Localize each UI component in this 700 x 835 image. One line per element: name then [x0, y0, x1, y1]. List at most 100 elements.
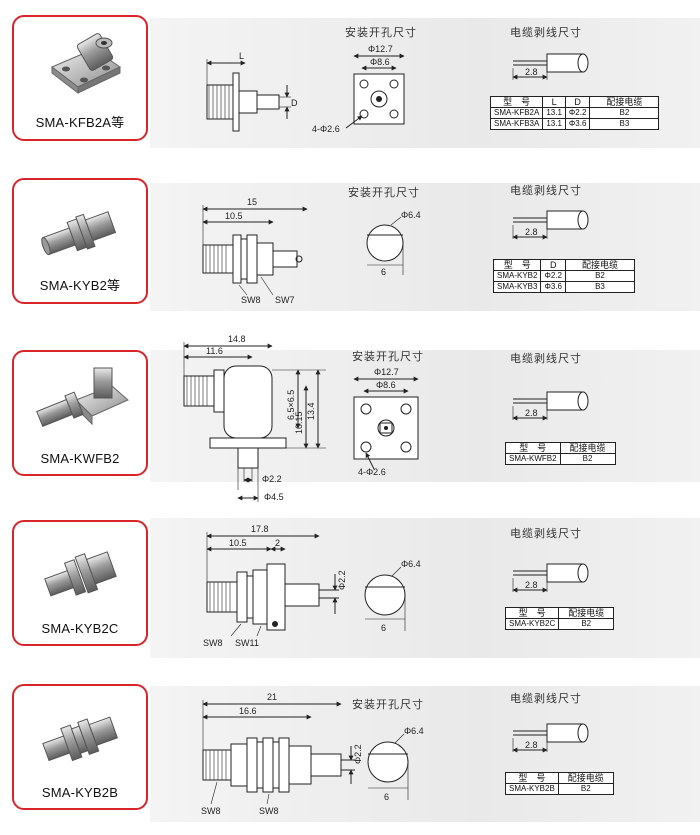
side-view-drawing: 21 16.6 Φ2.2 SW8 SW8	[201, 692, 363, 816]
product-card[interactable]: SMA-KFB2A等	[12, 15, 148, 141]
flange-hole-drawing: Φ12.7 Φ8.6 4-Φ2.6	[353, 367, 419, 477]
round-hole-drawing: Φ6.4 6	[364, 559, 421, 633]
product-photo-flange-connector	[51, 33, 121, 95]
cell: SMA-KFB3A	[489, 118, 544, 130]
dim-o86: Φ8.6	[376, 380, 396, 390]
dim-sw11: SW11	[235, 638, 259, 648]
cable-strip-drawing: 2.8	[512, 563, 589, 593]
product-row-kfb2a: SMA-KFB2A等 L D 安装开孔尺寸 Φ12.7 Φ8.6 4-Φ2.6 …	[0, 0, 700, 165]
dim-strip: 2.8	[525, 580, 538, 590]
dim-L: L	[239, 51, 244, 61]
product-photo-right-angle-connector	[36, 367, 129, 428]
cell: SMA-KYB2C	[504, 618, 560, 630]
cable-strip-drawing: 2.8	[512, 723, 589, 753]
cell: SMA-KYB2B	[505, 783, 559, 795]
model-label: SMA-KYB2C	[41, 621, 119, 636]
cable-strip-header: 电缆剥线尺寸	[510, 352, 582, 365]
th-model: 型 号	[505, 772, 559, 784]
dim-6: 6	[384, 792, 389, 802]
dim-116: 11.6	[206, 346, 223, 356]
cell: 13.1	[542, 107, 566, 119]
cable-strip-drawing: 2.8	[512, 53, 589, 80]
dim-21: 21	[267, 692, 277, 702]
install-hole-header: 安装开孔尺寸	[352, 698, 424, 711]
th-cable: 配接电缆	[564, 259, 635, 271]
dim-166: 16.6	[239, 706, 257, 716]
side-view-drawing: 15 10.5 SW8 SW7	[202, 197, 308, 305]
dim-hole: 4-Φ2.6	[312, 124, 340, 134]
cell: B2	[558, 618, 615, 630]
product-row-kyb2b: SMA-KYB2B 21 16.6 Φ2.2 SW8 SW8 安装开孔尺寸 Φ6…	[0, 670, 700, 835]
product-row-kwfb2: SMA-KWFB2 14.8 11.6 Φ2.2 Φ4.5 6.5×6.5 10…	[0, 330, 700, 510]
th-model: 型 号	[489, 96, 544, 108]
install-hole-header: 安装开孔尺寸	[348, 186, 420, 199]
product-row-kyb2: SMA-KYB2等 15 10.5 SW8 SW7 安装开孔尺寸 Φ6.4 6 …	[0, 165, 700, 330]
th-D: D	[540, 259, 566, 271]
th-cable: 配接电缆	[558, 607, 615, 619]
product-card[interactable]: SMA-KYB2B	[12, 684, 148, 810]
product-photo-bulkhead-connector	[42, 716, 119, 762]
dim-148: 14.8	[228, 334, 246, 344]
product-card[interactable]: SMA-KYB2等	[12, 178, 148, 304]
dim-o86: Φ8.6	[370, 57, 390, 67]
model-label: SMA-KYB2B	[41, 785, 119, 800]
cell: B2	[557, 783, 614, 795]
th-model: 型 号	[505, 442, 561, 454]
model-label: SMA-KYB2等	[39, 278, 121, 293]
th-cable: 配接电缆	[589, 96, 660, 108]
dim-o22: Φ2.2	[262, 474, 282, 484]
product-card[interactable]: SMA-KWFB2	[12, 350, 148, 476]
side-view-drawing: 17.8 10.5 2 Φ2.2 SW8 SW11	[203, 524, 347, 648]
dim-1015: 10.15	[294, 411, 304, 434]
round-hole-drawing: Φ6.4 6	[367, 726, 424, 802]
dim-strip: 2.8	[525, 408, 538, 418]
cell: B2	[589, 107, 660, 119]
cell: B2	[559, 453, 616, 465]
cable-strip-header: 电缆剥线尺寸	[510, 184, 582, 197]
cable-strip-header: 电缆剥线尺寸	[510, 692, 582, 705]
dim-hole: 4-Φ2.6	[358, 467, 386, 477]
cell: Φ3.6	[540, 281, 566, 293]
dim-D: D	[291, 98, 298, 108]
dim-o22: Φ2.2	[353, 744, 363, 764]
product-card[interactable]: SMA-KYB2C	[12, 520, 148, 646]
dim-strip: 2.8	[525, 740, 538, 750]
dim-178: 17.8	[251, 524, 269, 534]
dim-6: 6	[381, 267, 386, 277]
product-photo-bulkhead-connector	[44, 551, 117, 597]
dim-o127: Φ12.7	[374, 367, 399, 377]
cable-strip-header: 电缆剥线尺寸	[510, 527, 582, 540]
round-hole-drawing: Φ6.4 6	[366, 210, 421, 277]
dim-o64: Φ6.4	[404, 726, 424, 736]
dim-o127: Φ12.7	[368, 44, 393, 54]
dim-sw8a: SW8	[201, 806, 221, 816]
model-label: SMA-KWFB2	[40, 451, 120, 466]
cell: B3	[589, 118, 660, 130]
dim-o45: Φ4.5	[264, 492, 284, 502]
dim-65: 6.5×6.5	[286, 390, 296, 420]
install-hole-header: 安装开孔尺寸	[352, 350, 424, 363]
th-model: 型 号	[492, 259, 542, 271]
dim-o64: Φ6.4	[401, 559, 421, 569]
dim-sw8b: SW8	[259, 806, 279, 816]
th-D: D	[564, 96, 591, 108]
th-L: L	[542, 96, 566, 108]
th-cable: 配接电缆	[559, 442, 616, 454]
dim-sw7: SW7	[275, 295, 295, 305]
cell: Φ2.2	[540, 270, 566, 282]
cable-strip-header: 电缆剥线尺寸	[510, 26, 582, 39]
cell: SMA-KWFB2	[505, 453, 561, 465]
th-cable: 配接电缆	[557, 772, 614, 784]
cable-strip-drawing: 2.8	[512, 210, 589, 240]
product-photo-bulkhead-connector	[41, 211, 117, 256]
cell: SMA-KYB3	[492, 281, 542, 293]
cell: SMA-KYB2	[492, 270, 542, 282]
dim-strip: 2.8	[525, 227, 538, 237]
dim-105: 10.5	[229, 538, 247, 548]
dim-2: 2	[275, 538, 280, 548]
